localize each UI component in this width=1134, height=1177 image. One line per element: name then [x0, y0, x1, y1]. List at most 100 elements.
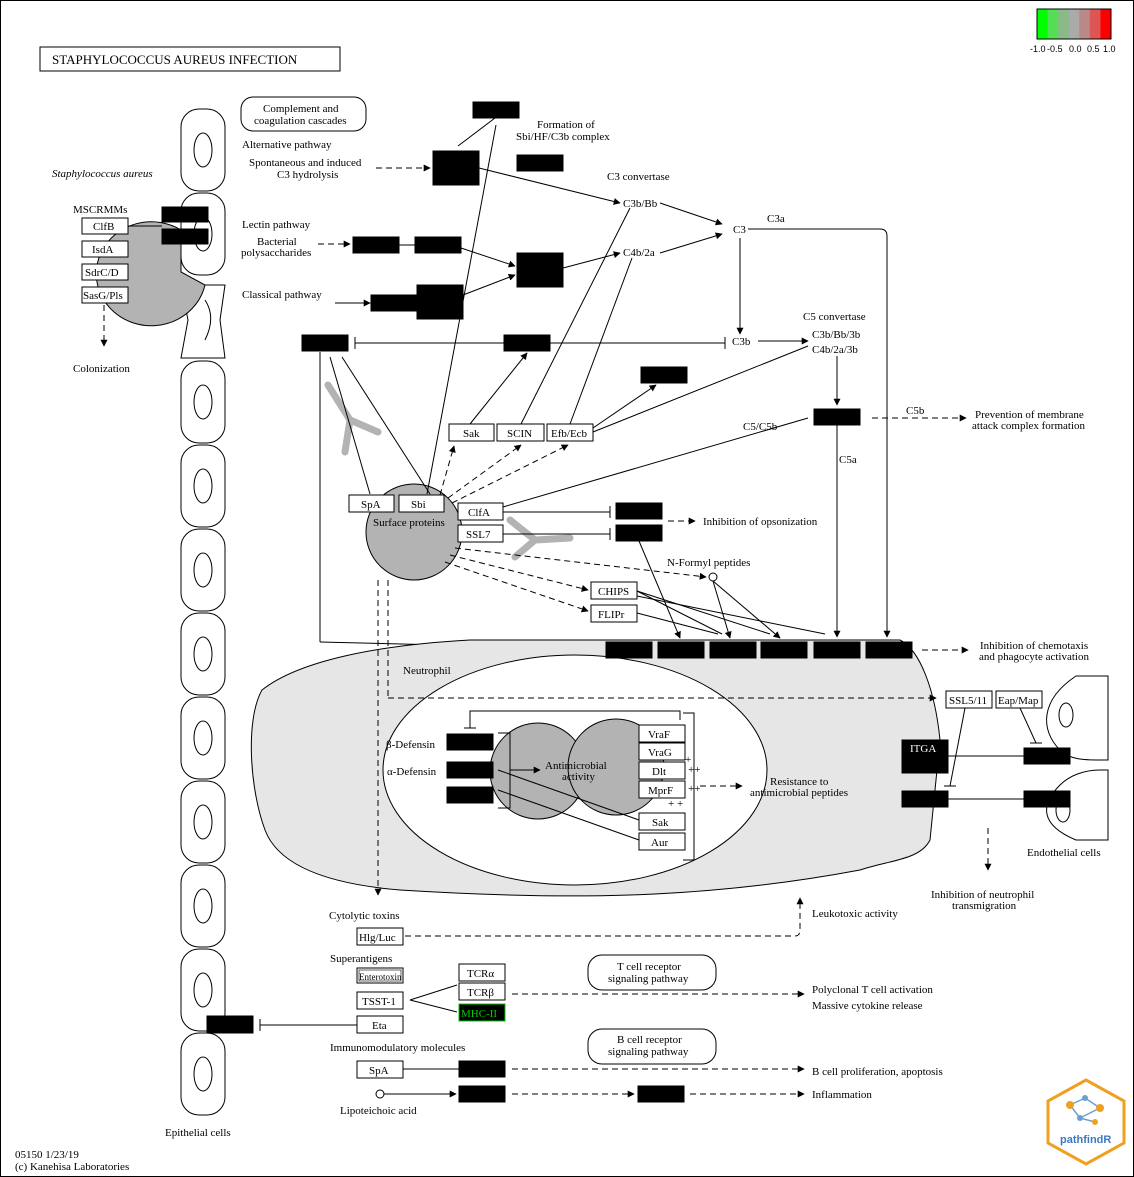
hlg-label: Hlg/Luc: [359, 932, 396, 944]
gene-node[interactable]: [901, 739, 949, 774]
nformyl-label: N-Formyl peptides: [667, 557, 750, 569]
pathfindr-logo: pathfindR: [1046, 1078, 1126, 1166]
spontaneous-label-2: C3 hydrolysis: [277, 169, 338, 181]
legend-tick: -1.0: [1030, 44, 1046, 54]
gene-node[interactable]: [516, 154, 564, 172]
gene-node[interactable]: [446, 733, 494, 751]
eap-node[interactable]: [995, 690, 1043, 709]
gene-node[interactable]: [657, 641, 705, 659]
cascade-label-1: Complement and: [263, 103, 339, 115]
bdef-label: β-Defensin: [386, 739, 435, 751]
gene-node[interactable]: [760, 641, 808, 659]
aur-label: Aur: [651, 837, 668, 849]
adef-label: α-Defensin: [387, 766, 437, 778]
sak-node[interactable]: [448, 423, 495, 442]
bcell-pathway-link[interactable]: [587, 1028, 717, 1065]
gene-node[interactable]: [458, 1060, 506, 1078]
tcra-label: TCRα: [467, 968, 494, 980]
sak2-label: Sak: [652, 817, 669, 829]
bcell-label-1: B cell receptor: [617, 1034, 682, 1046]
gene-node[interactable]: [414, 236, 462, 254]
legend-tick: 0.5: [1087, 44, 1100, 54]
dlt-node[interactable]: [638, 761, 686, 780]
gene-node[interactable]: [161, 206, 209, 223]
tcrb-label: TCRβ: [467, 987, 494, 999]
leukotoxic-label: Leukotoxic activity: [812, 908, 898, 920]
gene-node[interactable]: [432, 150, 480, 186]
enterotoxin-node[interactable]: [356, 967, 404, 984]
gene-node[interactable]: [637, 1085, 685, 1103]
gene-node[interactable]: [352, 236, 400, 254]
vrag-node[interactable]: [638, 742, 686, 761]
c3bbb-label: C3b/Bb: [623, 198, 658, 210]
gene-node[interactable]: [161, 228, 209, 245]
gene-node[interactable]: [472, 101, 520, 119]
sdrcd-label: SdrC/D: [85, 267, 119, 279]
polyclonal-label: Polyclonal T cell activation: [812, 984, 933, 996]
gene-node[interactable]: [813, 641, 861, 659]
lipoteichoic-compound[interactable]: [375, 1089, 385, 1099]
pathway-title: STAPHYLOCOCCUS AUREUS INFECTION: [52, 52, 298, 67]
flipr-label: FLIPr: [598, 609, 625, 621]
sasg-label: SasG/Pls: [83, 290, 123, 302]
sdrcd-node[interactable]: [81, 263, 129, 281]
cytokine-label: Massive cytokine release: [812, 1000, 923, 1012]
tcell-pathway-link[interactable]: [587, 954, 717, 991]
plus-sign: +: [685, 754, 691, 766]
chips-node[interactable]: [590, 581, 638, 600]
footer-id-date: 05150 1/23/19: [15, 1149, 79, 1161]
gene-node[interactable]: [1023, 790, 1071, 808]
gene-node[interactable]: [516, 252, 564, 288]
gene-node[interactable]: [615, 502, 663, 520]
gene-node[interactable]: [446, 761, 494, 779]
mprf-node[interactable]: [638, 780, 686, 799]
nformyl-compound[interactable]: [708, 572, 718, 582]
tcrb-node[interactable]: [458, 982, 506, 1001]
spa-node[interactable]: [348, 494, 395, 513]
legend-swatch: [1089, 9, 1101, 39]
gene-node[interactable]: [416, 284, 464, 320]
gene-node[interactable]: [458, 1085, 506, 1103]
vraf-label: VraF: [648, 729, 670, 741]
gene-node[interactable]: [503, 334, 551, 352]
logo-text: pathfindR: [1060, 1134, 1111, 1146]
isda-node[interactable]: [81, 240, 129, 258]
scin-node[interactable]: [496, 423, 545, 442]
aur-node[interactable]: [638, 832, 686, 851]
eta-label: Eta: [372, 1020, 387, 1032]
c3bbb3b-label: C3b/Bb/3b: [812, 329, 861, 341]
footer-copyright: (c) Kanehisa Laboratories: [15, 1161, 129, 1173]
resistance-label-1: Resistance to: [770, 776, 829, 788]
vraf-node[interactable]: [638, 724, 686, 743]
mhc-node[interactable]: [458, 1003, 506, 1022]
gene-node[interactable]: [640, 366, 688, 384]
gene-node[interactable]: [206, 1015, 254, 1034]
gene-node[interactable]: [1023, 747, 1071, 765]
sbi-node[interactable]: [398, 494, 445, 513]
bcell-prolif-label: B cell proliferation, apoptosis: [812, 1066, 943, 1078]
gene-node[interactable]: [446, 786, 494, 804]
neutrophil-inhibition-label-2: transmigration: [952, 900, 1017, 912]
gene-node[interactable]: [865, 641, 913, 659]
legend-swatch: [1100, 9, 1112, 39]
gene-node[interactable]: [605, 641, 653, 659]
alternative-pathway-label: Alternative pathway: [242, 139, 332, 151]
c3b-label: C3b: [732, 336, 751, 348]
tcra-node[interactable]: [458, 963, 506, 982]
sak2-node[interactable]: [638, 812, 686, 831]
colonization-label: Colonization: [73, 363, 130, 375]
hlg-node[interactable]: [356, 927, 404, 946]
gene-node[interactable]: [301, 334, 349, 352]
complement-cascade-link[interactable]: [240, 96, 367, 132]
gene-node[interactable]: [813, 408, 861, 426]
sasg-node[interactable]: [81, 286, 129, 304]
tsst-node[interactable]: [356, 991, 404, 1010]
ssl5-node[interactable]: [945, 690, 993, 709]
legend-swatch: [1068, 9, 1080, 39]
gene-node[interactable]: [901, 790, 949, 808]
gene-node[interactable]: [615, 524, 663, 542]
gene-node[interactable]: [709, 641, 757, 659]
gene-node[interactable]: [370, 294, 418, 312]
